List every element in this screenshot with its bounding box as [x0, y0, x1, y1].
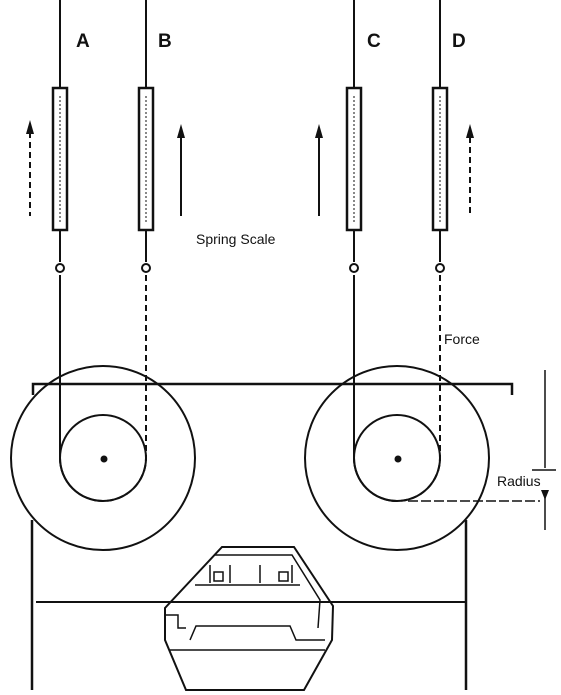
- radius-dimension: [408, 370, 556, 530]
- right-outer-wheel: [304, 365, 490, 551]
- spring-scale-b: [137, 86, 155, 273]
- right-strings: [353, 0, 441, 502]
- frame-top-edge: [31, 382, 514, 395]
- left-axle-center: [100, 455, 108, 463]
- left-strings: [59, 0, 147, 502]
- arrow-a: [26, 120, 34, 216]
- right-wheel: [304, 365, 490, 551]
- label-d: D: [452, 31, 466, 52]
- spring-scale-label: Spring Scale: [196, 231, 276, 247]
- arrow-b: [177, 124, 185, 216]
- string-a: [59, 275, 104, 502]
- spring-scale-d: [431, 86, 449, 273]
- string-c: [353, 275, 398, 502]
- arrow-c: [315, 124, 323, 216]
- radius-label: Radius: [497, 473, 541, 489]
- force-label: Force: [444, 331, 480, 347]
- left-outer-wheel: [10, 365, 196, 551]
- label-b: B: [158, 31, 172, 52]
- label-a: A: [76, 31, 90, 52]
- string-d: [396, 275, 441, 502]
- housing: [164, 546, 335, 691]
- string-b: [102, 275, 147, 502]
- arrow-d: [466, 124, 474, 216]
- left-wheel: [10, 365, 196, 551]
- housing-body: [164, 546, 335, 691]
- spring-scale-c: [345, 86, 363, 273]
- right-axle-center: [394, 455, 402, 463]
- label-c: C: [367, 31, 381, 52]
- spring-scale-a: [51, 86, 69, 273]
